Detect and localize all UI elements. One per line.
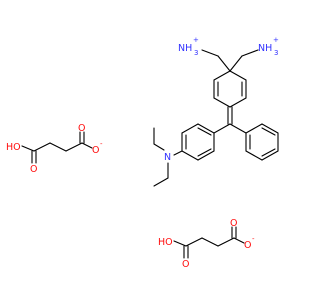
succinate-2-charge: - [252, 235, 255, 243]
diethylamino-n-label: N [164, 152, 171, 163]
ammonium-2-label: NH [258, 43, 272, 54]
bond [197, 148, 212, 157]
bond [49, 142, 67, 152]
ammonium-2-charge: + [273, 36, 279, 44]
bond [213, 70, 231, 81]
bond [261, 150, 279, 161]
bond [229, 123, 247, 134]
succinate-2-carbonyl-b-label: O [230, 218, 237, 229]
bond [261, 148, 276, 157]
atom-labels: NH 3 + NH 3 + N HO O O O - HO O O O - [6, 36, 279, 270]
bond [261, 123, 279, 134]
bond [213, 97, 231, 108]
bond [197, 123, 215, 134]
bond [229, 55, 243, 72]
succinate-1-anion-o-label: O [92, 145, 99, 156]
ammonium-2-subscript: 3 [274, 49, 278, 57]
bond [217, 237, 235, 247]
ammonium-1-label: NH [178, 43, 192, 54]
bond [217, 55, 231, 72]
bond [229, 70, 247, 81]
succinate-1-carbonyl-a-label: O [30, 164, 37, 175]
bond [245, 150, 263, 161]
bond [201, 49, 219, 57]
bond [213, 123, 231, 134]
succinate-2-carbonyl-a-label: O [182, 259, 189, 270]
succinate-1-carbonyl-b-label: O [78, 123, 85, 134]
bond [201, 237, 219, 247]
bond [153, 143, 165, 151]
bond [241, 49, 259, 57]
bond [261, 127, 276, 136]
bond [65, 142, 83, 152]
ammonium-1-subscript: 3 [194, 49, 198, 57]
bond [21, 145, 35, 152]
bond [153, 177, 169, 187]
bond [233, 237, 245, 244]
structure-svg: NH 3 + NH 3 + N HO O O O - HO O O O - [6, 36, 279, 270]
bond [197, 150, 215, 161]
succinate-2-anion-o-label: O [244, 240, 251, 251]
bond [173, 240, 187, 247]
bond [81, 142, 93, 149]
bond [173, 150, 183, 156]
bonds [21, 49, 279, 259]
bond [181, 150, 199, 161]
bond [33, 142, 51, 152]
ammonium-1-charge: + [193, 36, 199, 44]
succinate-1-charge: - [100, 140, 103, 148]
succinate-1-hydroxyl-label: HO [6, 142, 21, 153]
succinate-2-hydroxyl-label: HO [158, 237, 173, 248]
bond [245, 123, 263, 134]
bond [181, 123, 199, 134]
bond [197, 127, 212, 136]
bond [229, 97, 247, 108]
molecule-diagram: NH 3 + NH 3 + N HO O O O - HO O O O - [6, 36, 279, 270]
bond [185, 237, 203, 247]
